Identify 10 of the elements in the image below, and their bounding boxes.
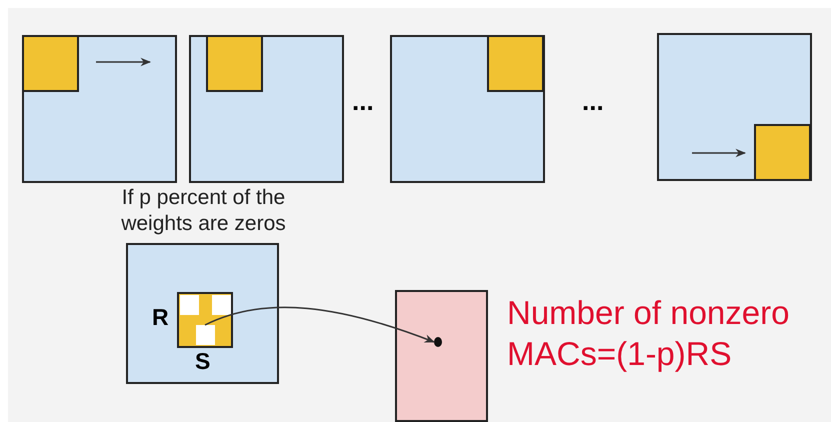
ellipsis: ... bbox=[352, 86, 374, 117]
result-formula: Number of nonzero MACs=(1-p)RS bbox=[507, 293, 790, 374]
dimension-label: R bbox=[152, 304, 169, 331]
output-dot bbox=[434, 337, 442, 347]
curved-arrow bbox=[204, 306, 435, 343]
condition-text: If p percent of the weights are zeros bbox=[120, 185, 287, 238]
dimension-label: S bbox=[195, 348, 210, 375]
output-feature-map-box bbox=[395, 290, 488, 422]
input-feature-map-box bbox=[126, 243, 279, 384]
ellipsis: ... bbox=[582, 86, 604, 117]
